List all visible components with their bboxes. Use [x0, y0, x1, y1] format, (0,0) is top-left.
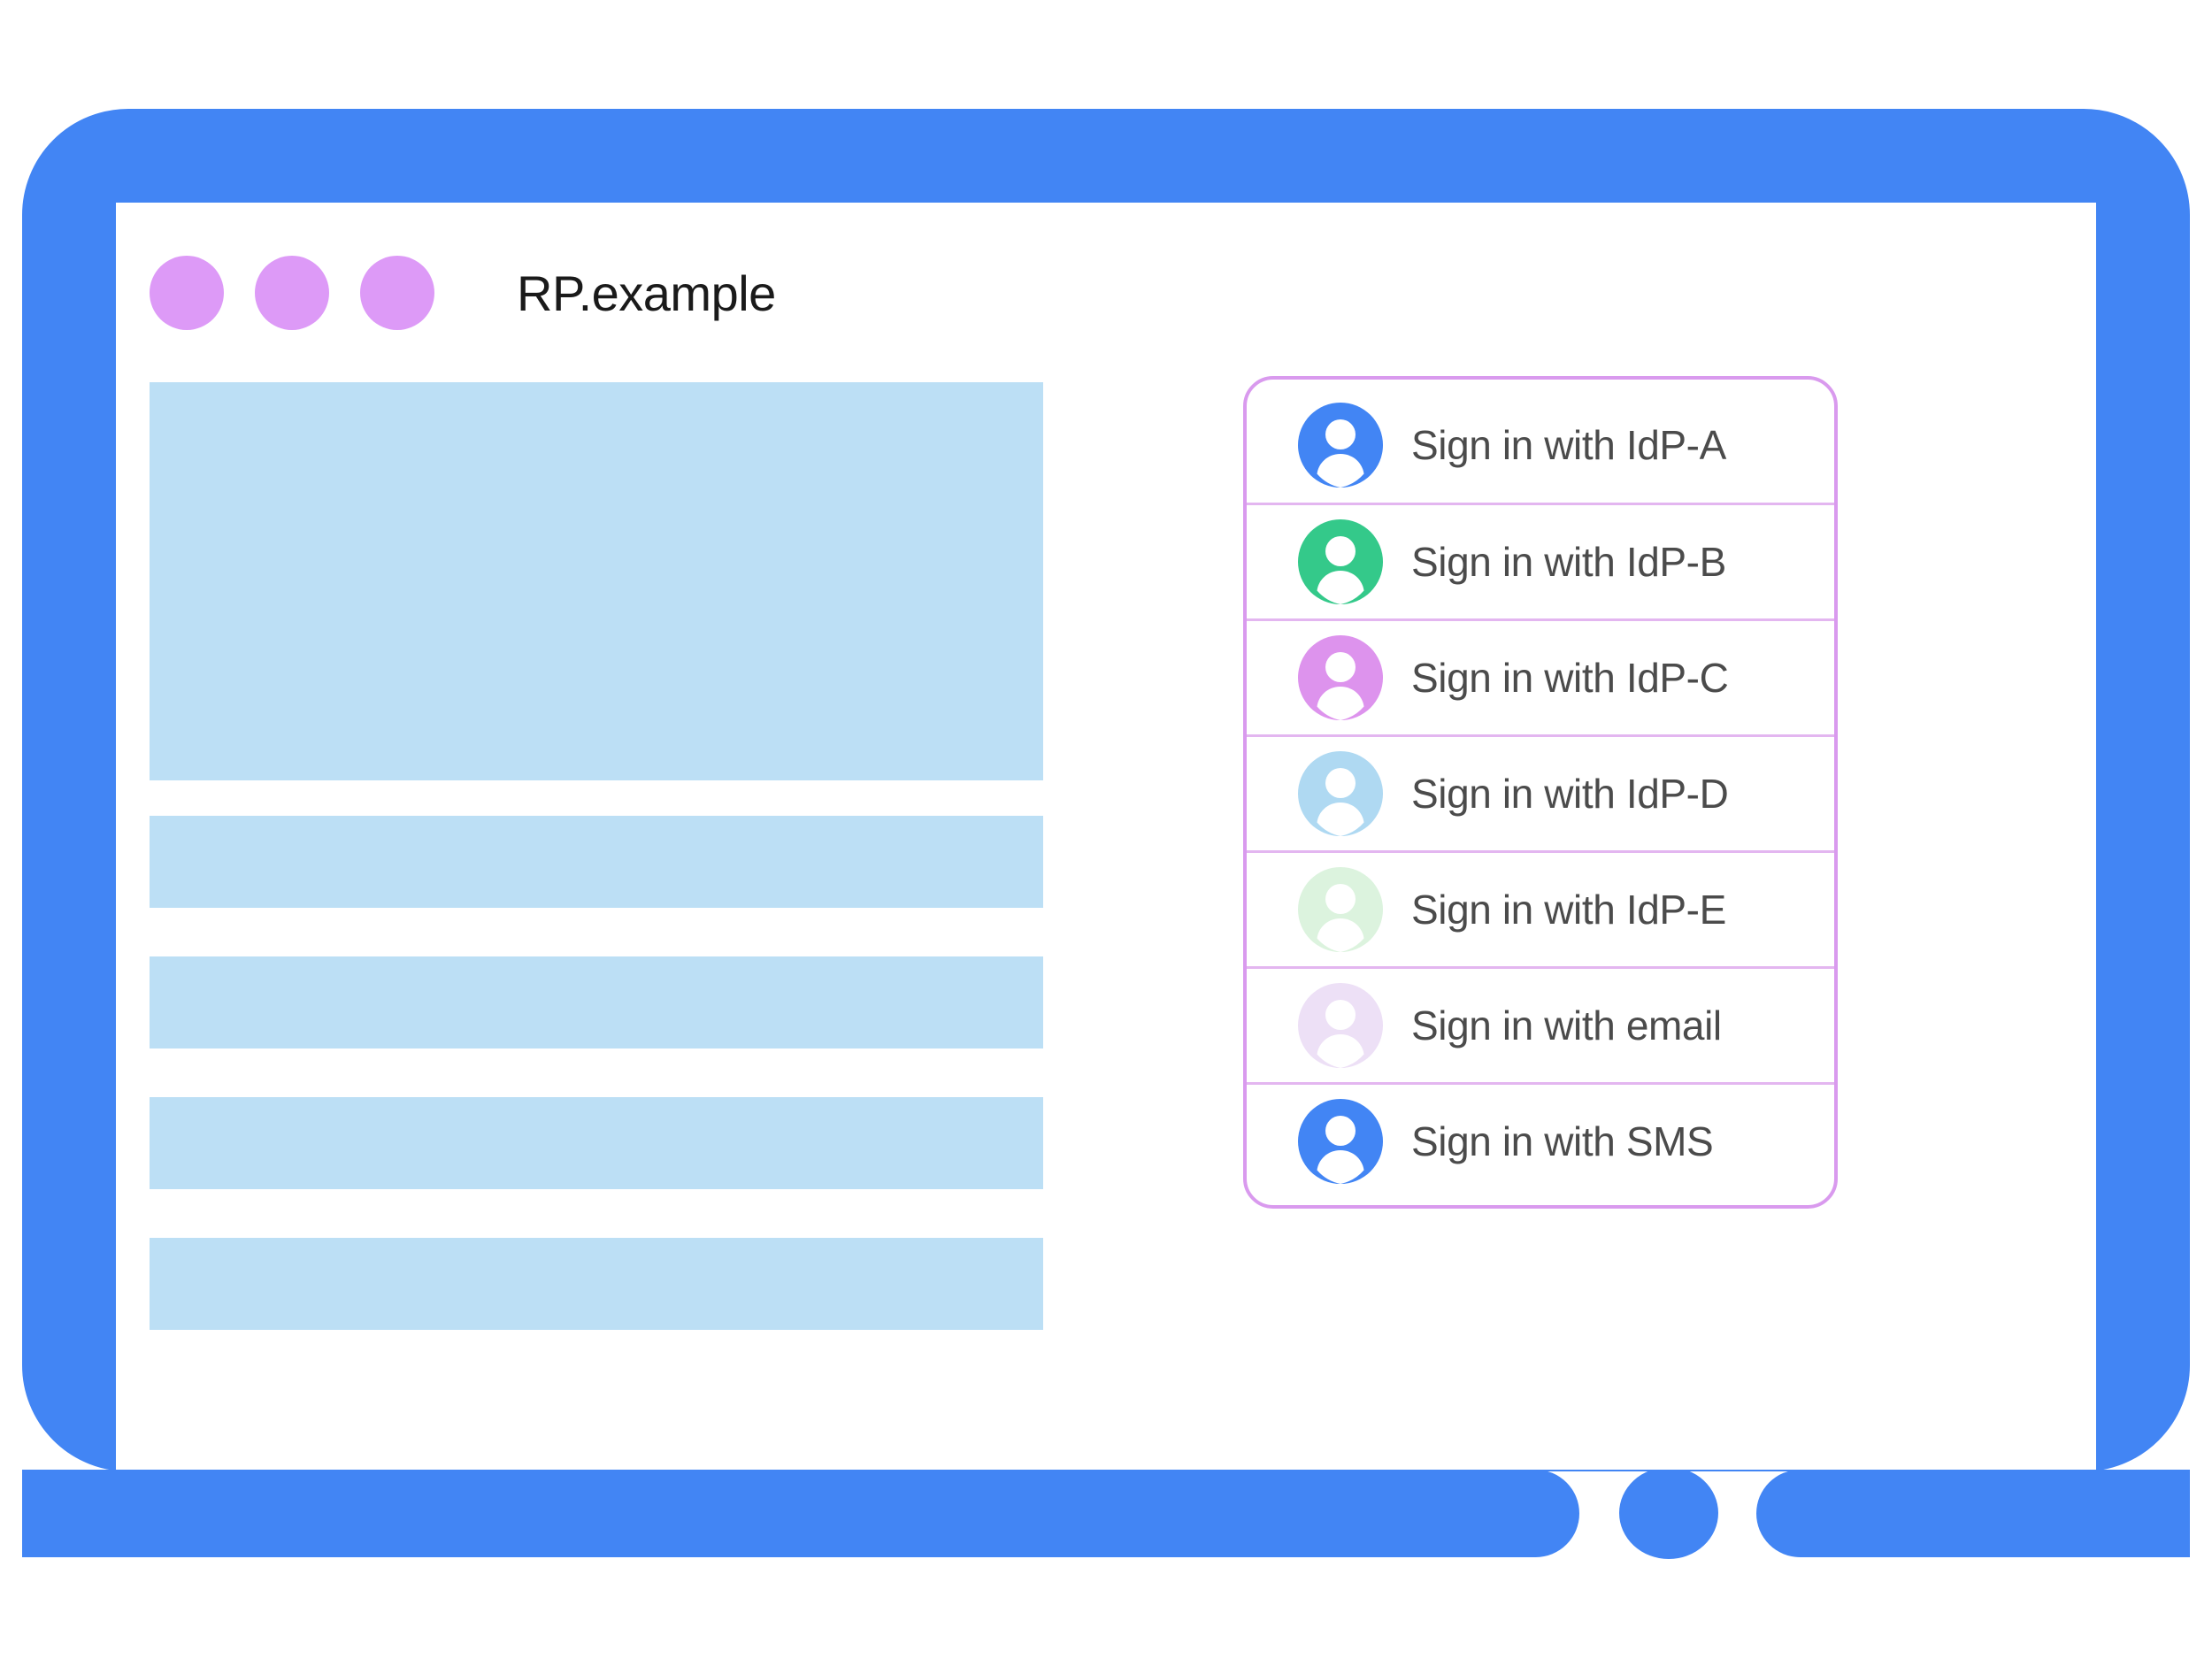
page-title: RP.example — [517, 265, 776, 321]
person-avatar-icon — [1298, 1099, 1383, 1184]
account-row[interactable]: Sign in with email — [1247, 966, 1834, 1082]
account-label: Sign in with IdP-A — [1411, 421, 1726, 468]
account-row[interactable]: Sign in with IdP-D — [1247, 734, 1834, 850]
account-label: Sign in with email — [1411, 1002, 1722, 1048]
home-button[interactable] — [1619, 1467, 1718, 1559]
page-content-placeholder — [150, 382, 1043, 1330]
account-row[interactable]: Sign in with SMS — [1247, 1082, 1834, 1198]
window-dot-3[interactable] — [360, 256, 434, 330]
content-block-line-4 — [150, 1238, 1043, 1330]
content-block-line-3 — [150, 1097, 1043, 1189]
account-label: Sign in with IdP-B — [1411, 539, 1726, 585]
account-label: Sign in with IdP-D — [1411, 771, 1729, 817]
person-avatar-icon — [1298, 519, 1383, 604]
person-avatar-icon — [1298, 751, 1383, 836]
account-label: Sign in with IdP-E — [1411, 887, 1726, 933]
person-avatar-icon — [1298, 983, 1383, 1068]
browser-title-bar: RP.example — [116, 247, 776, 339]
account-row[interactable]: Sign in with IdP-E — [1247, 850, 1834, 966]
account-label: Sign in with IdP-C — [1411, 655, 1729, 701]
account-row[interactable]: Sign in with IdP-A — [1247, 387, 1834, 503]
person-avatar-icon — [1298, 867, 1383, 952]
window-dot-2[interactable] — [255, 256, 329, 330]
account-chooser-panel: Sign in with IdP-A Sign in with IdP-B Sign… — [1243, 376, 1838, 1209]
account-row[interactable]: Sign in with IdP-B — [1247, 503, 1834, 618]
person-avatar-icon — [1298, 402, 1383, 488]
person-avatar-icon — [1298, 635, 1383, 720]
content-block-hero — [150, 382, 1043, 780]
device-bezel-bottom-left — [22, 1470, 1579, 1557]
window-dot-1[interactable] — [150, 256, 224, 330]
device-bezel-bottom-right — [1756, 1470, 2190, 1557]
content-block-line-1 — [150, 816, 1043, 908]
account-row[interactable]: Sign in with IdP-C — [1247, 618, 1834, 734]
account-label: Sign in with SMS — [1411, 1118, 1714, 1164]
content-block-line-2 — [150, 956, 1043, 1048]
